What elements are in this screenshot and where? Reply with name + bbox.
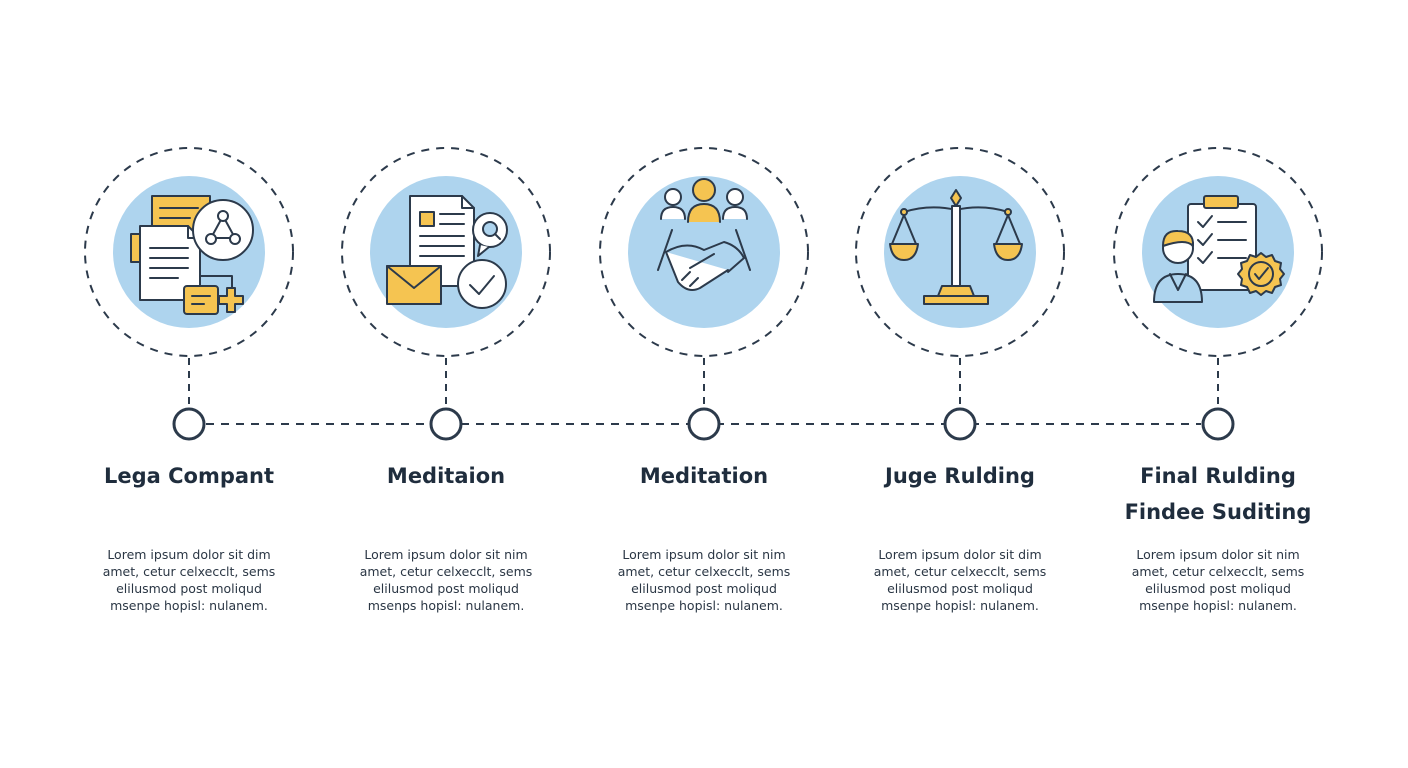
step-4-desc-line-3: elilusmod post moliqud — [887, 581, 1033, 596]
step-5-dashed-ring — [1113, 147, 1323, 357]
step-3-desc-line-4: msenpe hopisl: nulanem. — [625, 598, 783, 613]
scales-of-justice-icon — [889, 189, 1023, 305]
step-4-desc-line-1: Lorem ipsum dolor sit dim — [878, 547, 1042, 562]
step-1: Lega Compant Lorem ipsum dolor sit dim a… — [69, 0, 309, 768]
step-1-dashed-ring — [84, 147, 294, 357]
step-4-title-line-1: Juge Rulding — [885, 464, 1035, 488]
step-2-desc-line-2: amet, cetur celxecclt, sems — [359, 564, 533, 579]
step-1-desc-line-4: msenpe hopisl: nulanem. — [110, 598, 268, 613]
step-5-graphic — [1113, 147, 1323, 441]
handshake-people-icon — [657, 178, 751, 291]
step-3-desc-line-3: elilusmod post moliqud — [631, 581, 777, 596]
step-5-desc-line-2: amet, cetur celxecclt, sems — [1131, 564, 1305, 579]
step-2-graphic — [341, 147, 551, 441]
step-4: Juge Rulding Lorem ipsum dolor sit dim a… — [840, 0, 1080, 768]
step-1-title-line-1: Lega Compant — [103, 464, 275, 488]
step-2-desc-line-3: elilusmod post moliqud — [373, 581, 519, 596]
step-5-description: Lorem ipsum dolor sit nim amet, cetur ce… — [1118, 546, 1318, 614]
step-2-description: Lorem ipsum dolor sit nim amet, cetur ce… — [346, 546, 546, 614]
step-2-desc-line-1: Lorem ipsum dolor sit nim — [364, 547, 528, 562]
step-1-desc-line-1: Lorem ipsum dolor sit dim — [107, 547, 271, 562]
step-4-title: Juge Rulding — [840, 458, 1080, 494]
step-1-graphic — [84, 147, 294, 441]
step-4-desc-line-2: amet, cetur celxecclt, sems — [873, 564, 1047, 579]
step-5-title-line-2: Findee Suditing — [1124, 500, 1312, 524]
step-3-description: Lorem ipsum dolor sit nim amet, cetur ce… — [604, 546, 804, 614]
step-3: Meditation Lorem ipsum dolor sit nim ame… — [584, 0, 824, 768]
step-3-node — [687, 407, 721, 441]
step-4-graphic — [855, 147, 1065, 441]
step-3-graphic — [599, 147, 809, 441]
step-1-description: Lorem ipsum dolor sit dim amet, cetur ce… — [89, 546, 289, 614]
step-3-desc-line-1: Lorem ipsum dolor sit nim — [622, 547, 786, 562]
step-2-title: Meditaion — [326, 458, 566, 494]
step-5-desc-line-4: msenpe hopisl: nulanem. — [1139, 598, 1297, 613]
step-2-node — [429, 407, 463, 441]
person-checklist-badge-icon — [1153, 195, 1285, 303]
step-2: Meditaion Lorem ipsum dolor sit nim amet… — [326, 0, 566, 768]
step-2-dashed-ring — [341, 147, 551, 357]
step-5-desc-line-1: Lorem ipsum dolor sit nim — [1136, 547, 1300, 562]
step-5-title-line-1: Final Rulding — [1140, 464, 1296, 488]
step-1-desc-line-2: amet, cetur celxecclt, sems — [102, 564, 276, 579]
step-1-desc-line-3: elilusmod post moliqud — [116, 581, 262, 596]
step-4-desc-line-4: msenpe hopisl: nulanem. — [881, 598, 1039, 613]
document-envelope-check-icon — [386, 195, 508, 309]
step-1-node — [172, 407, 206, 441]
step-3-dashed-ring — [599, 147, 809, 357]
step-3-title: Meditation — [584, 458, 824, 494]
step-5-title: Final Rulding Findee Suditing — [1098, 458, 1338, 530]
step-5-desc-line-3: elilusmod post moliqud — [1145, 581, 1291, 596]
step-3-desc-line-2: amet, cetur celxecclt, sems — [617, 564, 791, 579]
step-4-dashed-ring — [855, 147, 1065, 357]
step-5: Final Rulding Findee Suditing Lorem ipsu… — [1098, 0, 1338, 768]
step-4-description: Lorem ipsum dolor sit dim amet, cetur ce… — [860, 546, 1060, 614]
step-3-title-line-1: Meditation — [639, 464, 769, 488]
step-5-node — [1201, 407, 1235, 441]
step-1-title: Lega Compant — [69, 458, 309, 494]
legal-documents-network-icon — [130, 195, 254, 315]
step-2-desc-line-4: msenps hopisl: nulanem. — [367, 598, 525, 613]
step-2-title-line-1: Meditaion — [386, 464, 506, 488]
step-4-node — [943, 407, 977, 441]
